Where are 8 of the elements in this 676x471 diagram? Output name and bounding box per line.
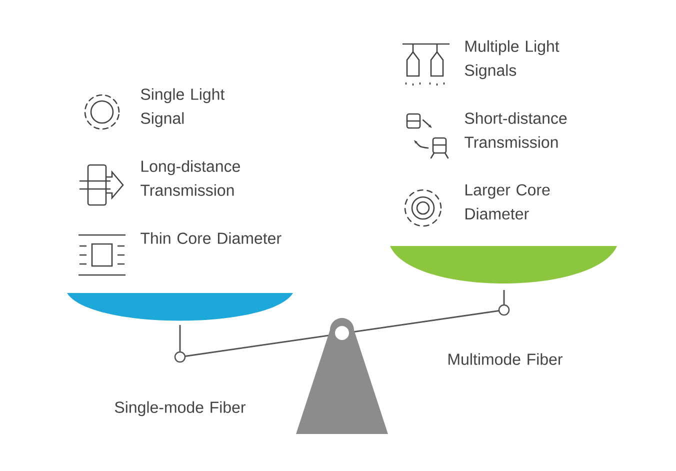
pan-label: Multimode Fiber (448, 353, 563, 365)
feature-label: Long-distance Transmission (140, 160, 240, 196)
feature-label: Short-distance Transmission (464, 112, 567, 148)
pan-label: Single-mode Fiber (114, 401, 246, 416)
feature-label: Larger Core Diameter (466, 184, 550, 220)
feature-label: Multiple Light Signals (464, 40, 560, 80)
feature-label: Thin Core Diameter (140, 232, 282, 244)
feature-label: Single Light Signal (140, 88, 225, 128)
